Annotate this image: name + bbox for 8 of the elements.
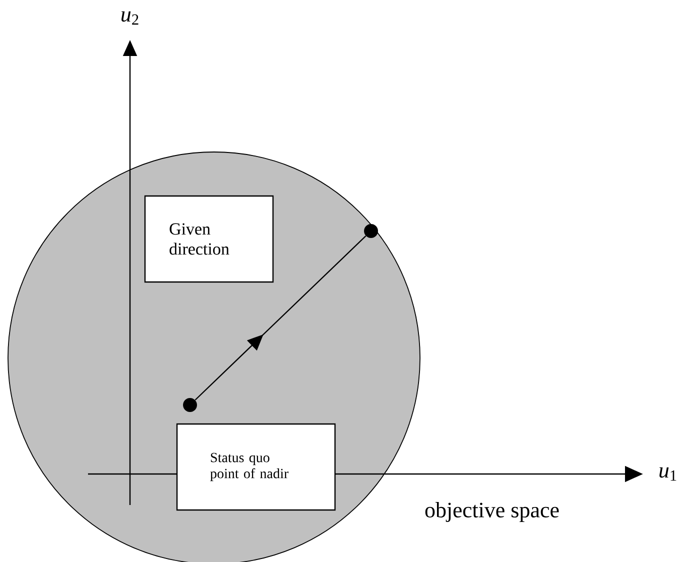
caption-text: objective space [425,502,559,522]
axis-label: u$_{1}$ [660,467,676,481]
text-box: Status quo point of nadir [176,423,336,511]
axis-label: u$_{2}$ [122,11,138,25]
text-box: Given direction [144,195,274,283]
point-dot [183,398,197,412]
arrow [194,236,366,400]
point-dot [364,224,378,238]
